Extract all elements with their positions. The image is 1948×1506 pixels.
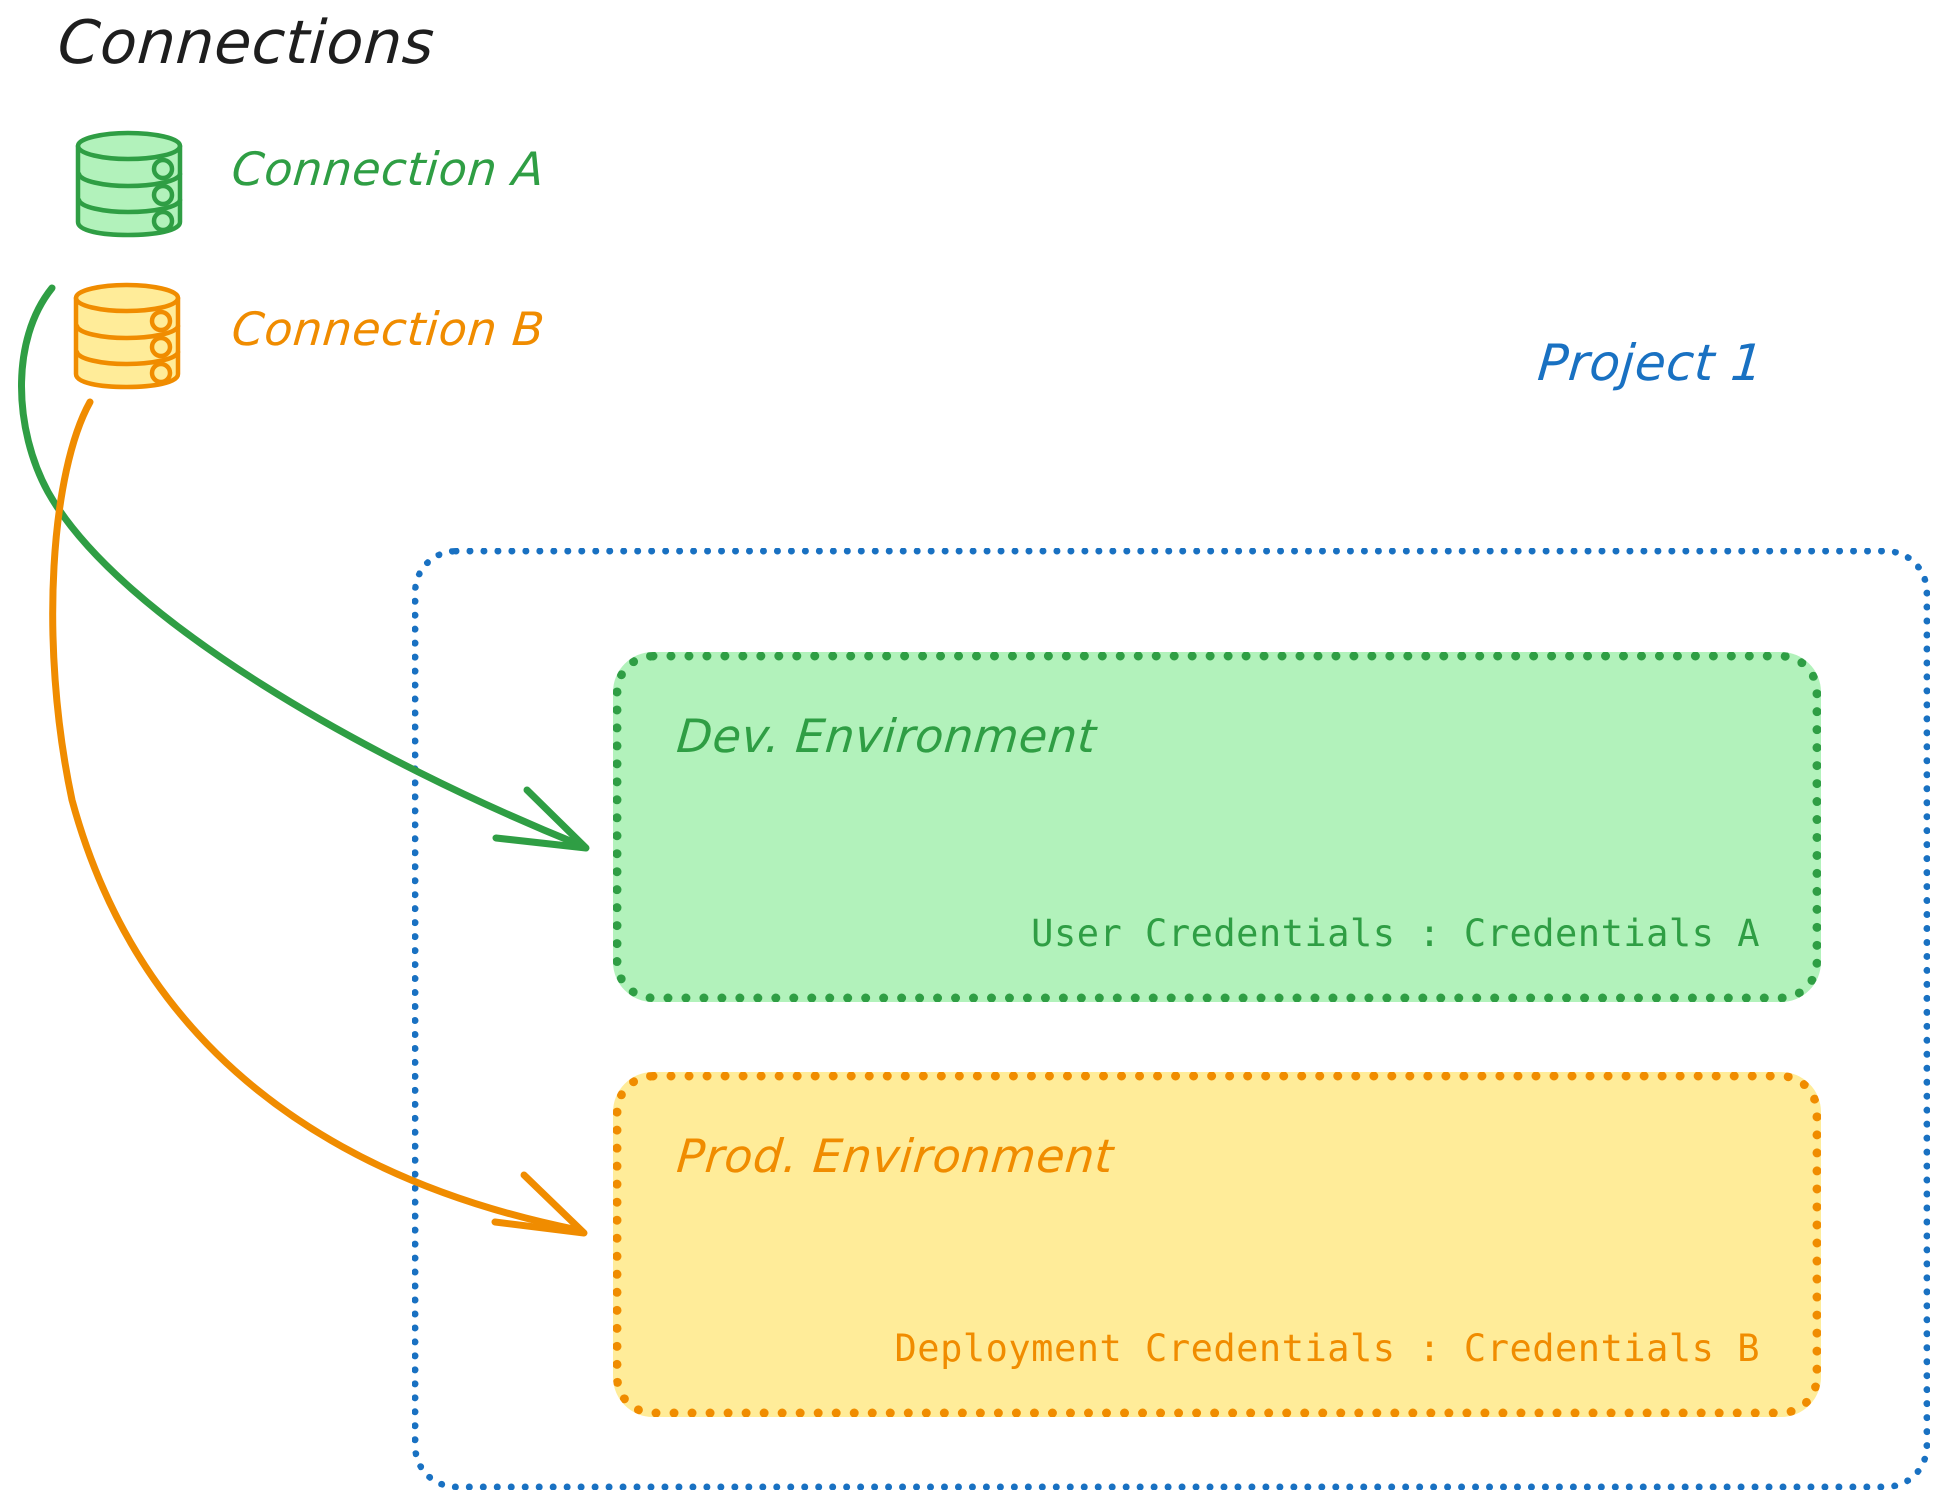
project-title: Project 1 xyxy=(1535,334,1766,392)
connection-a-label: Connection A xyxy=(229,142,547,196)
prod-environment-title: Prod. Environment xyxy=(674,1129,1116,1183)
prod-environment-box: Prod. Environment Deployment Credentials… xyxy=(613,1072,1821,1417)
connection-b-label: Connection B xyxy=(229,302,547,356)
database-icon xyxy=(68,282,200,390)
prod-environment-credentials: Deployment Credentials : Credentials B xyxy=(894,1327,1760,1370)
dev-environment-title: Dev. Environment xyxy=(674,709,1099,763)
dev-environment-credentials: User Credentials : Credentials A xyxy=(1031,912,1760,955)
database-icon xyxy=(70,130,202,238)
page-title: Connections xyxy=(55,8,437,78)
dev-environment-box: Dev. Environment User Credentials : Cred… xyxy=(613,652,1821,1002)
